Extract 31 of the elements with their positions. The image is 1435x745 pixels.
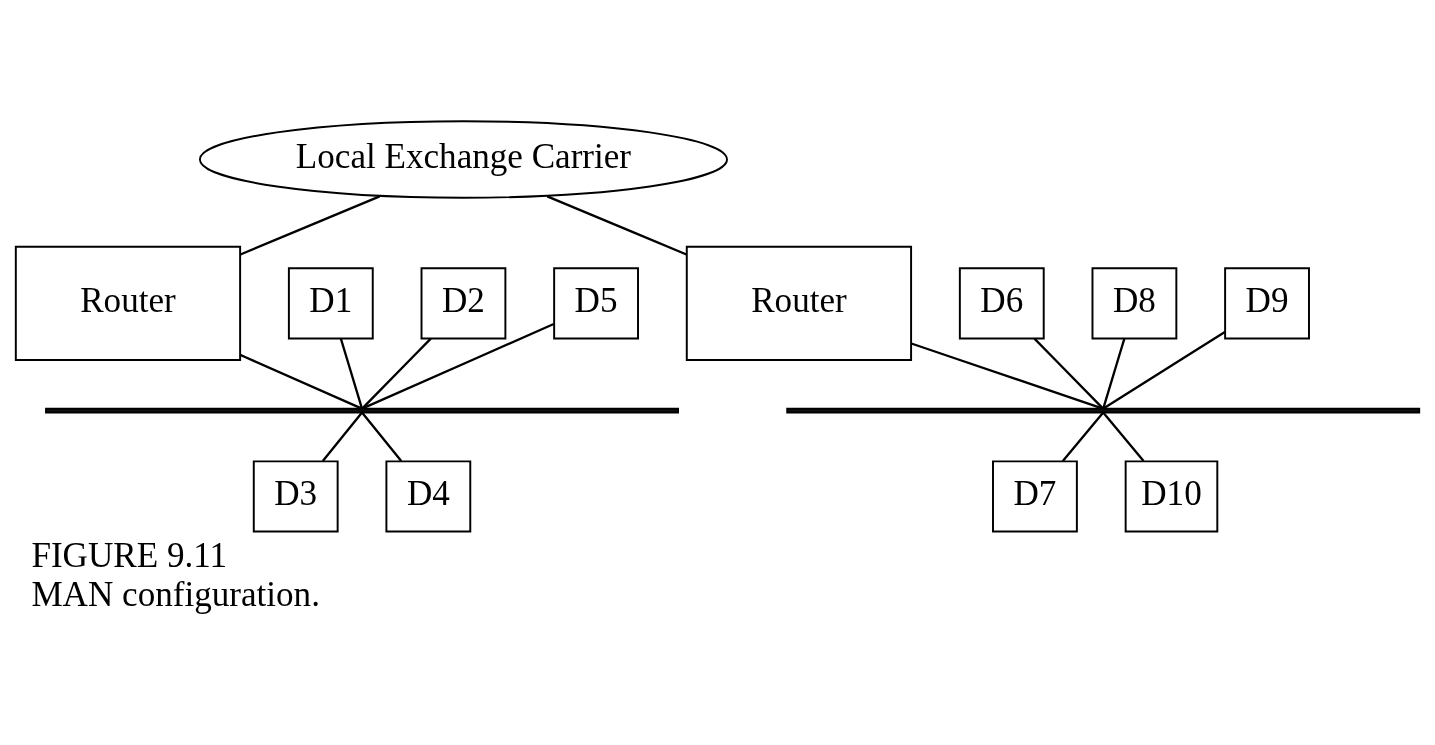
connector bbox=[321, 411, 363, 462]
node-box: D9 bbox=[1224, 266, 1310, 339]
node-box: D4 bbox=[385, 459, 472, 533]
node-box: D10 bbox=[1124, 459, 1219, 533]
node-box: D7 bbox=[992, 459, 1078, 533]
node-bar bbox=[786, 407, 1421, 414]
connector bbox=[1061, 411, 1104, 462]
node-box: D3 bbox=[252, 459, 339, 533]
connector bbox=[361, 337, 432, 409]
diagram-title: FIGURE 9.11 bbox=[31, 535, 228, 575]
connector bbox=[361, 411, 403, 462]
node-box: Router bbox=[14, 245, 242, 361]
node-box: D1 bbox=[287, 266, 374, 339]
node-box: D5 bbox=[553, 266, 639, 339]
connector bbox=[1102, 337, 1126, 409]
connector bbox=[546, 194, 687, 256]
node-ellipse: Local Exchange Carrier bbox=[198, 119, 728, 199]
node-bar bbox=[45, 407, 679, 414]
connector bbox=[361, 322, 555, 410]
connector bbox=[239, 353, 363, 410]
node-box: D6 bbox=[958, 266, 1045, 339]
connector bbox=[239, 194, 381, 256]
caption: MAN configuration. bbox=[31, 574, 320, 614]
node-box: D2 bbox=[420, 266, 507, 339]
connector bbox=[1102, 330, 1226, 410]
connector bbox=[911, 341, 1104, 410]
connector bbox=[1102, 411, 1145, 462]
node-box: D8 bbox=[1091, 266, 1178, 339]
node-box: Router bbox=[685, 245, 913, 361]
connector bbox=[1033, 337, 1104, 409]
connector bbox=[339, 337, 364, 409]
